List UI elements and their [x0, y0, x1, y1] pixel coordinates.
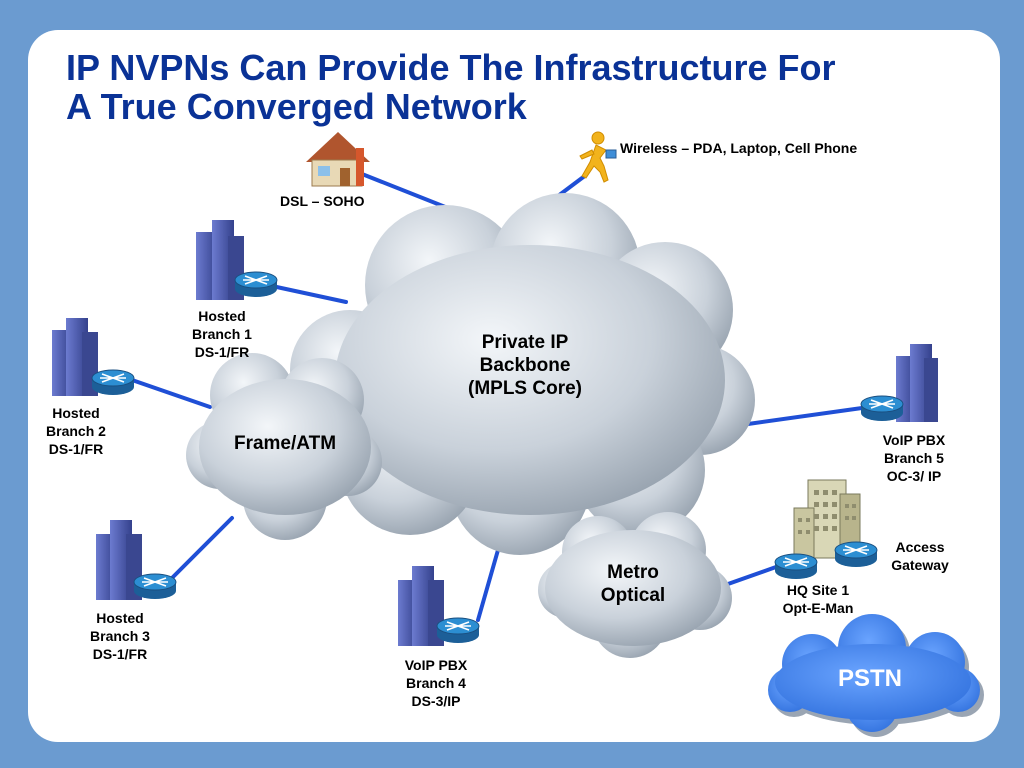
- router-icon-hq-site-1: [774, 553, 818, 579]
- label-cloud-metro: Metro Optical: [578, 561, 688, 607]
- router-icon-access-gateway: [834, 541, 878, 567]
- link-hosted-branch-3: [168, 516, 234, 582]
- label-line: DS-1/FR: [194, 344, 250, 360]
- label-line: Opt-E-Man: [782, 600, 854, 616]
- running-person-icon: [579, 131, 617, 183]
- link-hosted-branch-1: [270, 284, 348, 304]
- cloud-pstn: [768, 614, 984, 737]
- label-line: Backbone: [479, 355, 571, 376]
- label-line: OC-3/ IP: [886, 468, 942, 484]
- router-icon-voip-branch-4: [436, 617, 480, 643]
- label-line: (MPLS Core): [468, 378, 582, 399]
- label-line: Frame/ATM: [233, 433, 337, 454]
- label-line: Hosted: [96, 610, 144, 626]
- label-line: Branch 2: [46, 423, 106, 439]
- slide-title-line-1: IP NVPNs Can Provide The Infrastructure …: [66, 47, 836, 88]
- slide-title-line-2: A True Converged Network: [66, 86, 527, 127]
- house-icon: [306, 132, 370, 187]
- label-dsl-soho: DSL – SOHO: [280, 193, 365, 209]
- router-icon-hosted-branch-2: [91, 369, 135, 395]
- cloud-metro-optical: [538, 512, 732, 658]
- link-voip-branch-5: [746, 406, 864, 426]
- building-icon-hosted-branch-3: [96, 520, 142, 600]
- label-line: Branch 4: [406, 675, 466, 691]
- label-line: Optical: [600, 585, 666, 606]
- label-line: DS-1/FR: [48, 441, 104, 457]
- router-icon-hosted-branch-3: [133, 573, 177, 599]
- label-cloud-pstn: PSTN: [820, 665, 920, 693]
- label-line: DS-3/IP: [411, 693, 461, 709]
- label-line: Branch 1: [192, 326, 252, 342]
- label-hosted-branch-3: Hosted Branch 3 DS-1/FR: [74, 609, 166, 663]
- label-line: PSTN: [837, 665, 902, 692]
- building-icon-hosted-branch-2: [52, 318, 98, 396]
- routers: [91, 271, 904, 643]
- slide-title: IP NVPNs Can Provide The Infrastructure …: [66, 48, 986, 126]
- label-cloud-core: Private IP Backbone (MPLS Core): [440, 331, 610, 400]
- label-access-gateway: Access Gateway: [874, 538, 966, 574]
- router-icon-hosted-branch-1: [234, 271, 278, 297]
- label-line: Gateway: [891, 557, 949, 573]
- label-line: Metro: [607, 562, 659, 583]
- label-line: Private IP: [481, 332, 569, 353]
- link-voip-branch-4: [476, 548, 500, 622]
- label-hosted-branch-1: Hosted Branch 1 DS-1/FR: [176, 307, 268, 361]
- label-cloud-frame-atm: Frame/ATM: [210, 432, 360, 455]
- label-hq-site-1: HQ Site 1 Opt-E-Man: [766, 581, 870, 617]
- building-icon-voip-branch-4: [398, 566, 444, 646]
- label-line: VoIP PBX: [404, 657, 468, 673]
- label-line: HQ Site 1: [786, 582, 850, 598]
- label-hosted-branch-2: Hosted Branch 2 DS-1/FR: [30, 404, 122, 458]
- link-hq-site-1: [726, 565, 778, 586]
- label-voip-pbx-branch-5: VoIP PBX Branch 5 OC-3/ IP: [862, 431, 966, 485]
- router-icon-voip-branch-5: [860, 395, 904, 421]
- label-line: Branch 3: [90, 628, 150, 644]
- cloud-frame-atm: [186, 353, 382, 540]
- label-wireless: Wireless – PDA, Laptop, Cell Phone: [620, 140, 858, 156]
- link-hosted-branch-2: [130, 378, 212, 409]
- label-voip-pbx-branch-4: VoIP PBX Branch 4 DS-3/IP: [386, 656, 486, 710]
- label-line: VoIP PBX: [882, 432, 946, 448]
- label-line: Access: [895, 539, 945, 555]
- label-line: Hosted: [52, 405, 100, 421]
- label-line: Branch 5: [884, 450, 944, 466]
- label-line: DS-1/FR: [92, 646, 148, 662]
- label-line: Hosted: [198, 308, 246, 324]
